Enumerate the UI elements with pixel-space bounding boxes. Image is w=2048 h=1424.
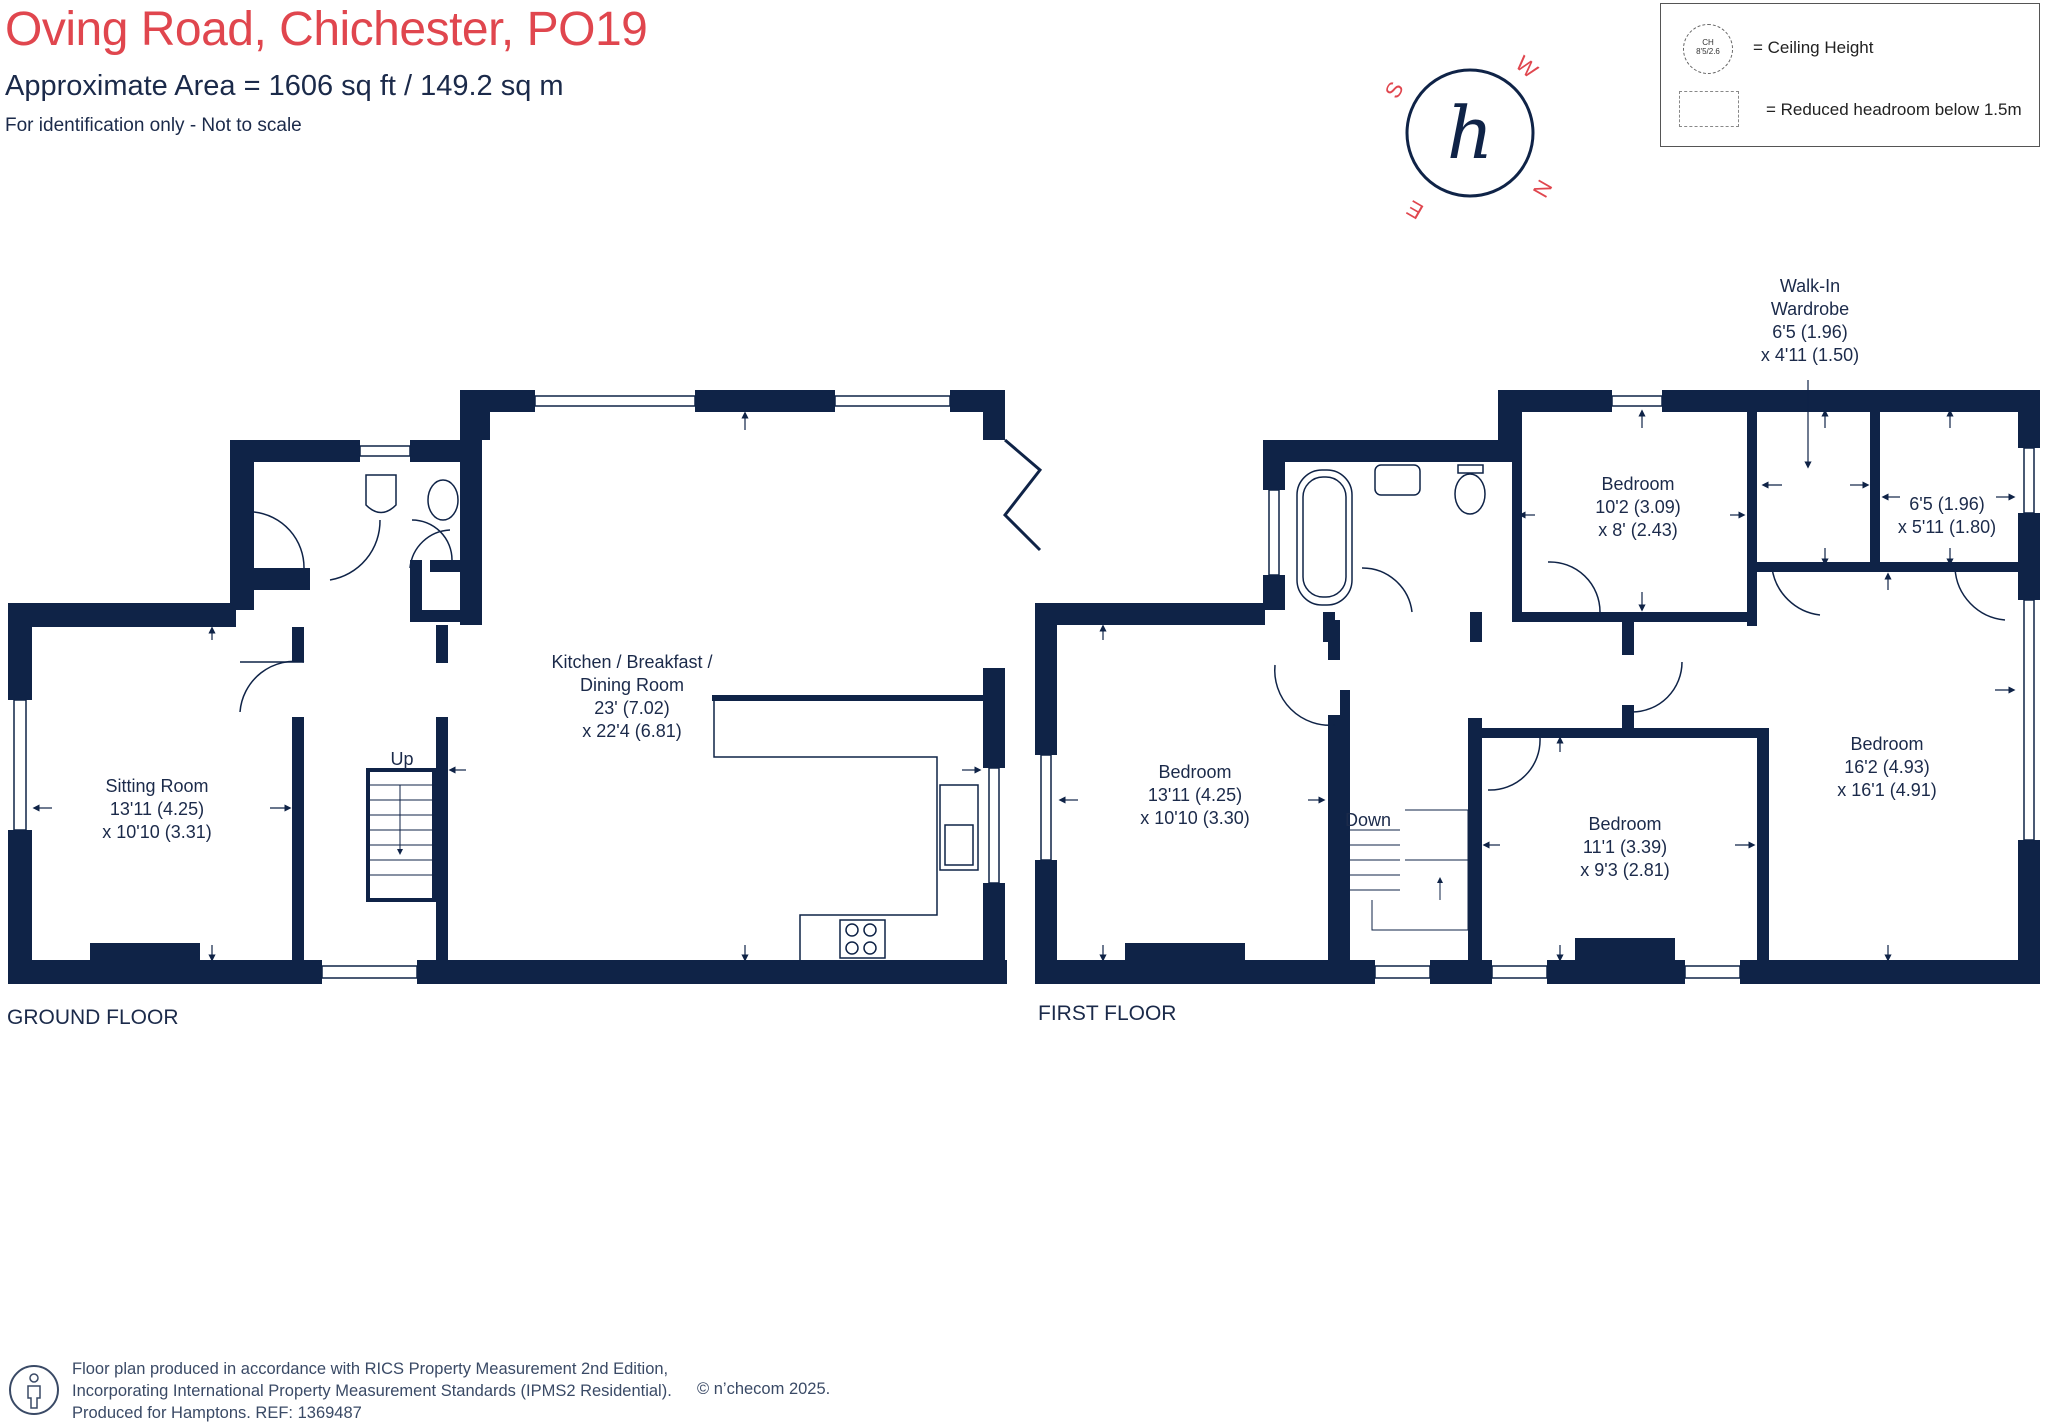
bifold-door (1003, 438, 1043, 552)
ceiling-height-symbol: CH 8'5/2.6 (1683, 24, 1733, 74)
room-name: Kitchen / Breakfast / (551, 652, 712, 672)
compass-letter-n: N (1528, 176, 1558, 202)
room-dimension: x 10'10 (3.30) (1140, 808, 1250, 828)
ground-floor-walls (8, 390, 1007, 984)
room-label-sitting-room: Sitting Room 13'11 (4.25) x 10'10 (3.31) (102, 776, 212, 842)
room-dimension: x 9'3 (2.81) (1580, 860, 1669, 880)
footer-line-2: Incorporating International Property Mea… (72, 1382, 672, 1400)
room-label-bedroom-2: Bedroom 10'2 (3.09) x 8' (2.43) (1595, 474, 1681, 540)
room-dimension: 6'5 (1.96) (1909, 494, 1984, 514)
ground-floor-stairs (370, 784, 432, 876)
room-label-bedroom-3: Bedroom 11'1 (3.39) x 9'3 (2.81) (1580, 814, 1669, 880)
room-name: Bedroom (1588, 814, 1661, 834)
room-name: Bedroom (1601, 474, 1674, 494)
logo-letter: h (1447, 91, 1493, 175)
room-name: Bedroom (1158, 762, 1231, 782)
room-name: Bedroom (1850, 734, 1923, 754)
room-dimension: x 16'1 (4.91) (1837, 780, 1937, 800)
room-dimension: x 8' (2.43) (1598, 520, 1677, 540)
ground-floor-dimension-arrows (32, 411, 982, 962)
room-label-ensuite-space: 6'5 (1.96) x 5'11 (1.80) (1898, 494, 1996, 537)
compass-letter-s: S (1380, 77, 1409, 102)
room-dimension: 13'11 (4.25) (110, 799, 204, 819)
identification-note: For identification only - Not to scale (5, 115, 302, 136)
reduced-headroom-symbol (1679, 91, 1739, 127)
property-title: Oving Road, Chichester, PO19 (5, 3, 648, 56)
first-floor-dimension-arrows (1058, 380, 2016, 962)
approximate-area: Approximate Area = 1606 sq ft / 149.2 sq… (5, 70, 564, 102)
first-floor-walls (1035, 390, 2040, 984)
ch-symbol-label: CH (1702, 38, 1714, 47)
ceiling-height-label: = Ceiling Height (1753, 38, 1874, 57)
kitchen-counter (713, 701, 979, 960)
room-dimension: 10'2 (3.09) (1595, 497, 1681, 517)
reduced-headroom-label: = Reduced headroom below 1.5m (1766, 100, 2022, 119)
ground-floor-label: GROUND FLOOR (7, 1006, 179, 1029)
bathroom-fixtures (1296, 464, 1486, 606)
room-dimension: 6'5 (1.96) (1772, 322, 1847, 342)
compass-letter-w: W (1511, 51, 1543, 84)
ch-symbol-value: 8'5/2.6 (1696, 47, 1720, 56)
room-dimension: x 4'11 (1.50) (1761, 345, 1859, 365)
room-dimension: x 5'11 (1.80) (1898, 517, 1996, 537)
first-floor-doors (1274, 561, 2006, 791)
room-label-bedroom-1: Bedroom 13'11 (4.25) x 10'10 (3.30) (1140, 762, 1250, 828)
room-label-bedroom-4: Bedroom 16'2 (4.93) x 16'1 (4.91) (1837, 734, 1937, 800)
room-name: Wardrobe (1771, 299, 1849, 319)
room-dimension: 11'1 (3.39) (1583, 837, 1667, 857)
footer-line-3: Produced for Hamptons. REF: 1369487 (72, 1404, 362, 1422)
room-label-kitchen: Kitchen / Breakfast / Dining Room 23' (7… (551, 652, 712, 741)
room-dimension: x 22'4 (6.81) (582, 721, 682, 741)
room-name: Sitting Room (105, 776, 208, 796)
room-dimension: 13'11 (4.25) (1148, 785, 1242, 805)
bedroom-chimney-breast (1125, 943, 1245, 963)
footer-line-1: Floor plan produced in accordance with R… (72, 1360, 669, 1378)
room-label-walk-in-wardrobe: Walk-In Wardrobe 6'5 (1.96) x 4'11 (1.50… (1761, 276, 1859, 365)
room-name: Walk-In (1780, 276, 1840, 296)
room-dimension: x 10'10 (3.31) (102, 822, 212, 842)
room-name: Dining Room (580, 675, 684, 695)
ground-floor-doors (239, 511, 453, 713)
legend-box: CH 8'5/2.6 = Ceiling Height = Reduced he… (1660, 3, 2040, 147)
bedroom-chimney-breast-2 (1575, 938, 1675, 963)
footer-notes: Floor plan produced in accordance with R… (72, 1358, 672, 1424)
person-scale-icon (9, 1365, 59, 1415)
sitting-room-chimney-breast (90, 943, 200, 963)
first-floor-label: FIRST FLOOR (1038, 1002, 1177, 1025)
stairs-up-label: Up (390, 749, 413, 769)
room-dimension: 23' (7.02) (594, 698, 669, 718)
stairs-down-label: Down (1345, 810, 1391, 830)
first-floor-stairs (1340, 809, 1469, 931)
room-dimension: 16'2 (4.93) (1844, 757, 1930, 777)
compass-letter-e: E (1402, 195, 1427, 224)
ground-floor-wc-fixtures (365, 474, 459, 521)
copyright-notice: © n’checom 2025. (697, 1380, 831, 1398)
compass-logo: h S W N E (1380, 51, 1558, 225)
